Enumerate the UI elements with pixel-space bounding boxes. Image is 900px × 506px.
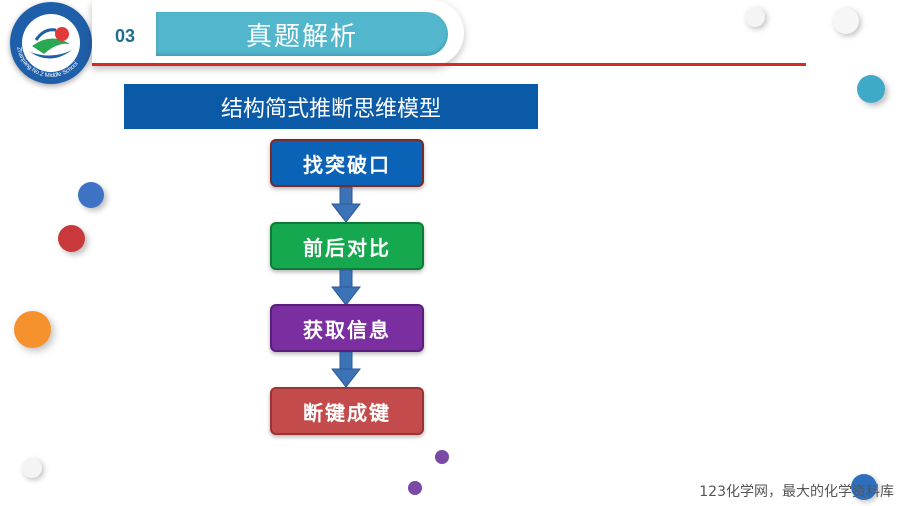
flow-step-find-breakthrough: 找突破口 — [270, 139, 424, 187]
arrow-down-icon — [331, 270, 361, 306]
footer-watermark: 123化学网，最大的化学资料库 — [699, 484, 894, 500]
decor-circle-red — [58, 225, 85, 252]
section-number: 03 — [115, 26, 136, 46]
decor-circle-white — [833, 8, 859, 34]
decor-circle-blue — [78, 182, 104, 208]
decor-circle-orange — [14, 311, 51, 348]
header-divider — [92, 63, 806, 66]
subtitle-banner: 结构简式推断思维模型 — [124, 84, 538, 129]
title-bar — [156, 12, 448, 56]
flow-step-get-info: 获取信息 — [270, 304, 424, 352]
arrow-down-icon — [331, 352, 361, 388]
decor-circle-white — [22, 458, 42, 478]
svg-text:Zhanjiang No.2 Middle School: Zhanjiang No.2 Middle School — [15, 47, 79, 79]
decor-circle-blue — [851, 474, 877, 500]
logo-emblem — [22, 14, 80, 72]
flow-step-compare: 前后对比 — [270, 222, 424, 270]
decor-circle-purple — [435, 450, 449, 464]
flow-step-break-form-bonds: 断键成键 — [270, 387, 424, 435]
school-logo: Zhanjiang No.2 Middle School — [10, 2, 92, 84]
arrow-down-icon — [331, 187, 361, 223]
logo-emblem-icon — [24, 16, 78, 70]
decor-circle-white — [745, 7, 765, 27]
logo-ring-text: Zhanjiang No.2 Middle School — [15, 47, 79, 79]
decor-circle-teal — [857, 75, 885, 103]
decor-circle-purple — [408, 481, 422, 495]
page-title: 真题解析 — [245, 21, 358, 52]
